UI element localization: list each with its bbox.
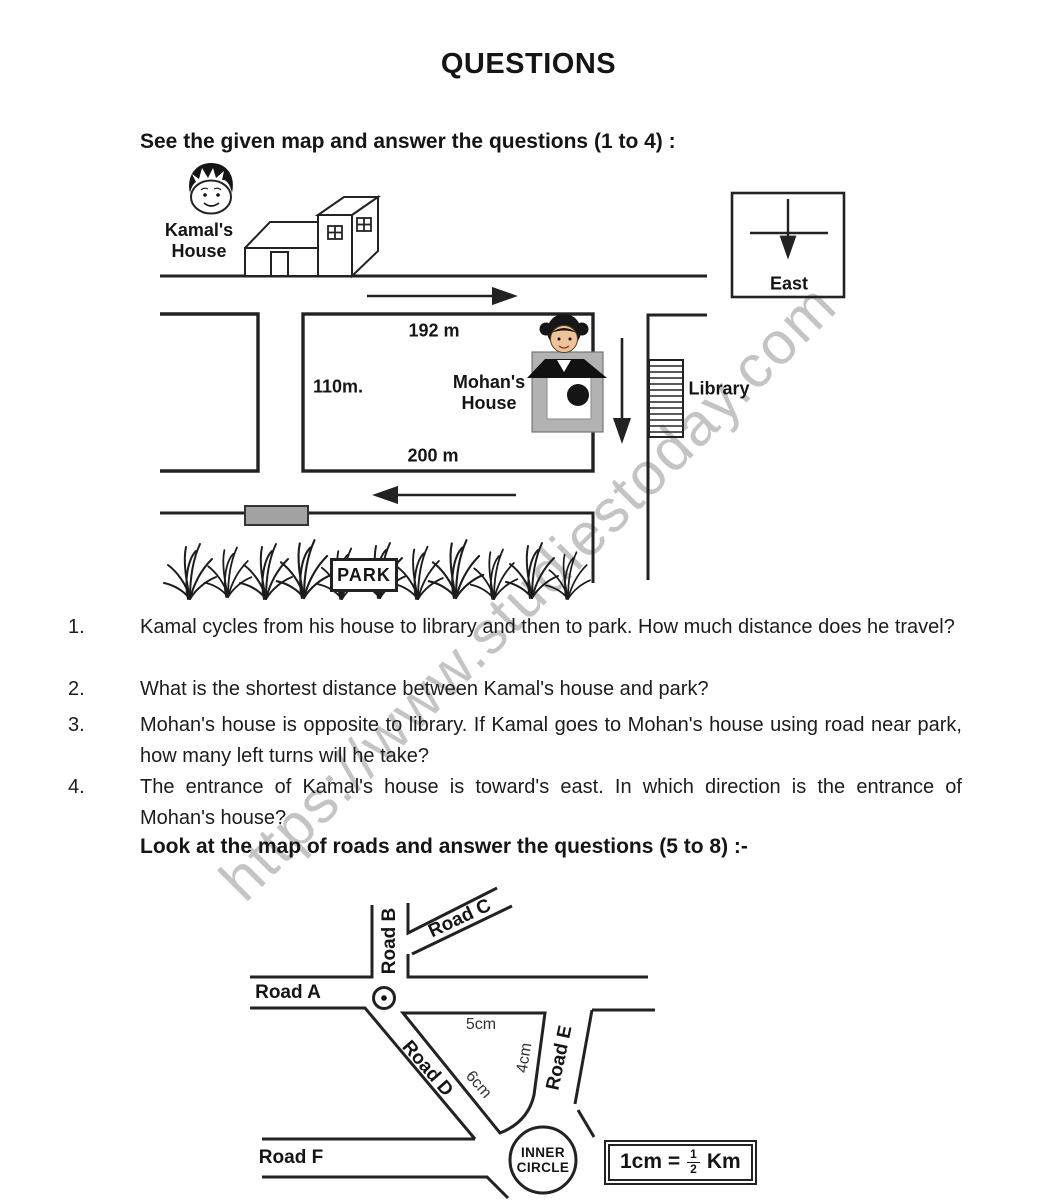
distance-top-label: 192 m bbox=[408, 320, 460, 341]
question-row: 1. Kamal cycles from his house to librar… bbox=[68, 612, 962, 643]
kamal-house-icon bbox=[244, 195, 382, 279]
roundabout-icon bbox=[372, 986, 396, 1010]
road-a-label: Road A bbox=[255, 982, 321, 1003]
distance-bottom-label: 200 m bbox=[407, 445, 459, 466]
scale-box: 1cm = 1 2 Km bbox=[604, 1140, 757, 1185]
question-row: 2. What is the shortest distance between… bbox=[68, 674, 962, 705]
library-label: Library bbox=[688, 378, 750, 399]
question-text: Mohan's house is opposite to library. If… bbox=[140, 714, 962, 767]
map1-figure bbox=[160, 163, 846, 600]
length-5cm-label: 5cm bbox=[465, 1016, 497, 1033]
park-gate bbox=[244, 505, 309, 526]
east-label: East bbox=[769, 273, 809, 294]
kamal-avatar-icon bbox=[189, 163, 233, 215]
inner-circle-icon bbox=[508, 1125, 578, 1195]
distance-left-label: 110m. bbox=[312, 376, 364, 397]
question-number: 2. bbox=[68, 678, 85, 700]
question-number: 3. bbox=[68, 714, 85, 736]
scale-unit: Km bbox=[706, 1150, 741, 1174]
road-f-label: Road F bbox=[258, 1147, 324, 1168]
park-sign: PARK bbox=[330, 558, 398, 592]
mohan-avatar-icon bbox=[527, 314, 607, 378]
map2-roads bbox=[250, 886, 655, 1200]
scale-fraction: 1 2 bbox=[687, 1147, 700, 1177]
question-row: 3. Mohan's house is opposite to library.… bbox=[68, 710, 962, 772]
library-icon bbox=[648, 359, 684, 438]
route-arrows bbox=[367, 286, 632, 505]
page-title: QUESTIONS bbox=[440, 48, 617, 80]
question-number: 4. bbox=[68, 776, 85, 798]
compass-icon bbox=[730, 191, 846, 299]
inner-circle-label: INNER CIRCLE bbox=[516, 1145, 570, 1175]
question-text: The entrance of Kamal's house is toward'… bbox=[140, 776, 962, 829]
road-b-label: Road B bbox=[379, 907, 400, 975]
scale-prefix: 1cm = bbox=[620, 1150, 681, 1174]
question-row: 4. The entrance of Kamal's house is towa… bbox=[68, 772, 962, 834]
question-number: 1. bbox=[68, 616, 85, 638]
mohan-house-label: Mohan's House bbox=[452, 372, 526, 413]
question-text: Kamal cycles from his house to library a… bbox=[140, 616, 955, 638]
map2-figure bbox=[250, 886, 655, 1200]
question-text: What is the shortest distance between Ka… bbox=[140, 678, 709, 700]
map2-instruction: Look at the map of roads and answer the … bbox=[140, 835, 748, 858]
map1-instruction: See the given map and answer the questio… bbox=[140, 130, 676, 153]
kamal-house-label: Kamal's House bbox=[164, 220, 234, 261]
